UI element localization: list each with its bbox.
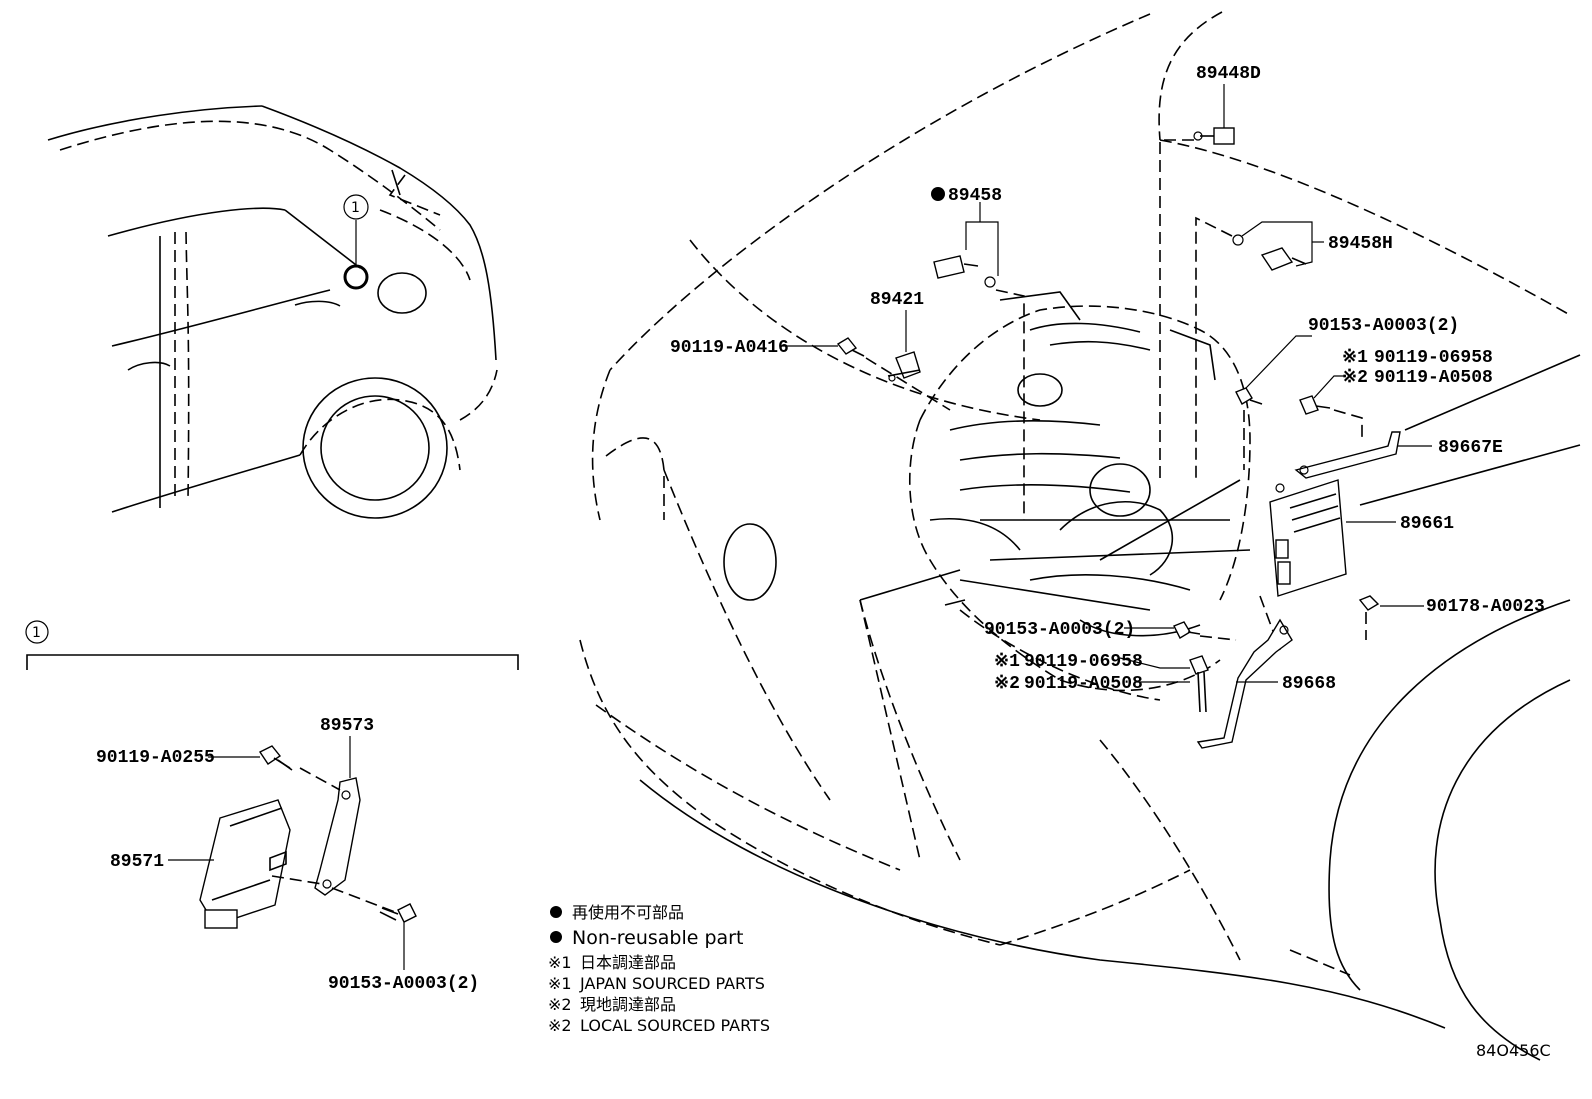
bracket-89667E xyxy=(1275,431,1401,493)
marker-ref1-mid: ※1 xyxy=(994,652,1020,672)
label-89573: 89573 xyxy=(320,716,374,736)
label-89458: 89458 xyxy=(948,186,1002,206)
inset-group-marker: 1 xyxy=(32,625,41,641)
label-90153-A0003-bottom: 90153-A0003(2) xyxy=(328,974,479,994)
bolt-90119-A0255 xyxy=(258,745,293,771)
marker-ref2-top: ※2 xyxy=(1342,368,1368,388)
bolt-90153-bottom xyxy=(379,903,417,923)
bracket-89668 xyxy=(1196,618,1293,749)
legend-japan-en: JAPAN SOURCED PARTS xyxy=(579,974,765,993)
label-89661: 89661 xyxy=(1400,514,1454,534)
legend-nonreusable-en: Non-reusable part xyxy=(572,927,743,949)
label-89421: 89421 xyxy=(870,290,924,310)
legend-local-en: LOCAL SOURCED PARTS xyxy=(580,1016,770,1035)
label-89668: 89668 xyxy=(1282,674,1336,694)
label-89667E: 89667E xyxy=(1438,438,1503,458)
legend-nonreusable-jp: 再使用不可部品 xyxy=(572,903,684,922)
bracket-89573 xyxy=(314,777,361,896)
label-90119-A0416: 90119-A0416 xyxy=(670,338,789,358)
figure-code: 84O456C xyxy=(1476,1041,1551,1060)
label-90153-A0003-top: 90153-A0003(2) xyxy=(1308,316,1459,336)
label-90119-06958-top: 90119-06958 xyxy=(1374,348,1493,368)
label-90119-A0508-mid: 90119-A0508 xyxy=(1024,674,1143,694)
label-89571: 89571 xyxy=(110,852,164,872)
sensor-89458H xyxy=(1232,234,1307,271)
bolt-90119-A0416 xyxy=(836,337,865,357)
bolt-90153-top xyxy=(1235,387,1263,405)
legend-local-jp: 現地調達部品 xyxy=(580,995,676,1014)
marker-ref2-mid: ※2 xyxy=(994,674,1020,694)
ecu-89661 xyxy=(1269,479,1347,597)
label-90153-A0003-mid: 90153-A0003(2) xyxy=(984,620,1135,640)
label-90119-A0508-top: 90119-A0508 xyxy=(1374,368,1493,388)
engine-bay: 89448D 89458 89458H 89421 90119-A0416 90… xyxy=(579,11,1581,1061)
sensor-89421 xyxy=(887,351,921,382)
marker-ref1-top: ※1 xyxy=(1342,348,1368,368)
fuel-lid-callout-circle xyxy=(343,264,369,290)
legend-ref1-marker-b: ※1 xyxy=(548,974,572,993)
label-90119-A0255: 90119-A0255 xyxy=(96,748,215,768)
bolt-90119-top xyxy=(1299,395,1331,415)
nonreusable-dot-89458 xyxy=(931,187,945,201)
legend-ref2-marker-a: ※2 xyxy=(548,995,572,1014)
legend: 再使用不可部品 Non-reusable part ※1 日本調達部品 ※1 J… xyxy=(548,903,770,1035)
nut-90178-A0023 xyxy=(1358,595,1380,611)
inset-group-1: 1 xyxy=(25,620,519,994)
legend-japan-jp: 日本調達部品 xyxy=(580,953,676,972)
module-89571 xyxy=(199,799,291,929)
label-89458H: 89458H xyxy=(1328,234,1393,254)
label-89448D: 89448D xyxy=(1196,64,1261,84)
inset-marker-label: 1 xyxy=(351,200,360,216)
legend-ref1-marker-a: ※1 xyxy=(548,953,572,972)
sensor-89458 xyxy=(933,255,996,288)
bolt-90119-mid xyxy=(1189,655,1209,713)
legend-dot-en xyxy=(550,931,562,943)
legend-dot-jp xyxy=(550,906,562,918)
sensor-89448D xyxy=(1193,127,1235,145)
legend-ref2-marker-b: ※2 xyxy=(548,1016,572,1035)
label-90119-06958-mid: 90119-06958 xyxy=(1024,652,1143,672)
bolt-90153-mid xyxy=(1173,621,1201,639)
vehicle-rear-view: 1 xyxy=(47,105,498,519)
label-90178-A0023: 90178-A0023 xyxy=(1426,597,1545,617)
